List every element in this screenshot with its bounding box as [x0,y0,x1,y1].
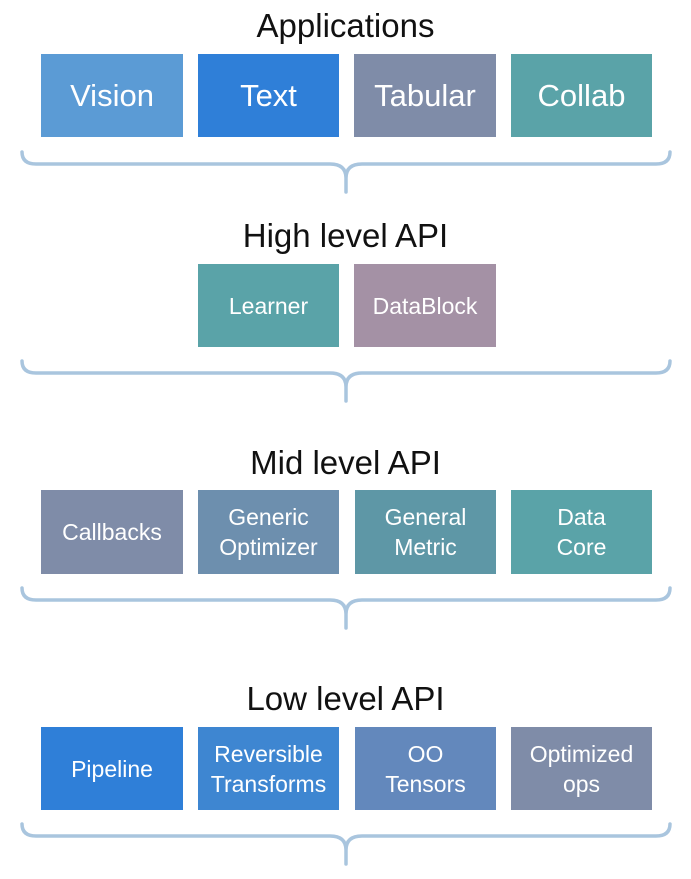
box-label-vision: Vision [70,77,154,113]
box-label-general-line1: General [384,504,467,530]
box-pipeline: Pipeline [41,727,183,810]
box-label-datablock: DataBlock [372,292,478,319]
box-label-oo-line2: Tensors [385,770,466,797]
box-general-metric: General Metric [355,490,496,574]
box-label-generic-line2: Optimizer [219,534,318,560]
curly-brace-high-level-api [20,359,672,403]
box-callbacks: Callbacks [41,490,183,574]
box-label-general-line2: Metric [394,534,457,560]
box-tabular: Tabular [354,54,496,137]
box-vision: Vision [41,54,183,137]
curly-brace-applications [20,150,672,194]
box-label-text: Text [240,77,297,113]
box-label-learner: Learner [228,292,309,319]
box-collab: Collab [511,54,652,137]
box-oo-tensors: OO Tensors [355,727,496,810]
layer-title-applications: Applications [256,7,435,44]
box-label-generic-line1: Generic [228,504,309,530]
box-label-data-line2: Core [556,534,607,560]
box-label-optimized-line1: Optimized [529,740,634,767]
box-label-oo-line1: OO [407,740,444,767]
layer-title-low-level-api: Low level API [246,680,445,717]
box-datablock: DataBlock [354,264,496,347]
layer-title-mid-level-api: Mid level API [250,444,441,481]
curly-brace-mid-level-api [20,586,672,630]
box-label-pipeline: Pipeline [71,755,153,782]
curly-brace-low-level-api [20,822,672,866]
box-label-reversible-line1: Reversible [214,740,323,767]
box-learner: Learner [198,264,339,347]
box-label-reversible-line2: Transforms [210,770,327,797]
box-reversible-transforms: Reversible Transforms [198,727,339,810]
box-optimized-ops: Optimized ops [511,727,652,810]
box-label-callbacks: Callbacks [62,519,162,545]
box-label-collab: Collab [537,77,626,113]
box-data-core: Data Core [511,490,652,574]
layer-title-high-level-api: High level API [242,217,449,254]
box-label-data-line1: Data [557,504,606,530]
box-text: Text [198,54,339,137]
box-generic-optimizer: Generic Optimizer [198,490,339,574]
box-label-tabular: Tabular [374,77,476,113]
box-label-optimized-line2: ops [562,770,601,797]
